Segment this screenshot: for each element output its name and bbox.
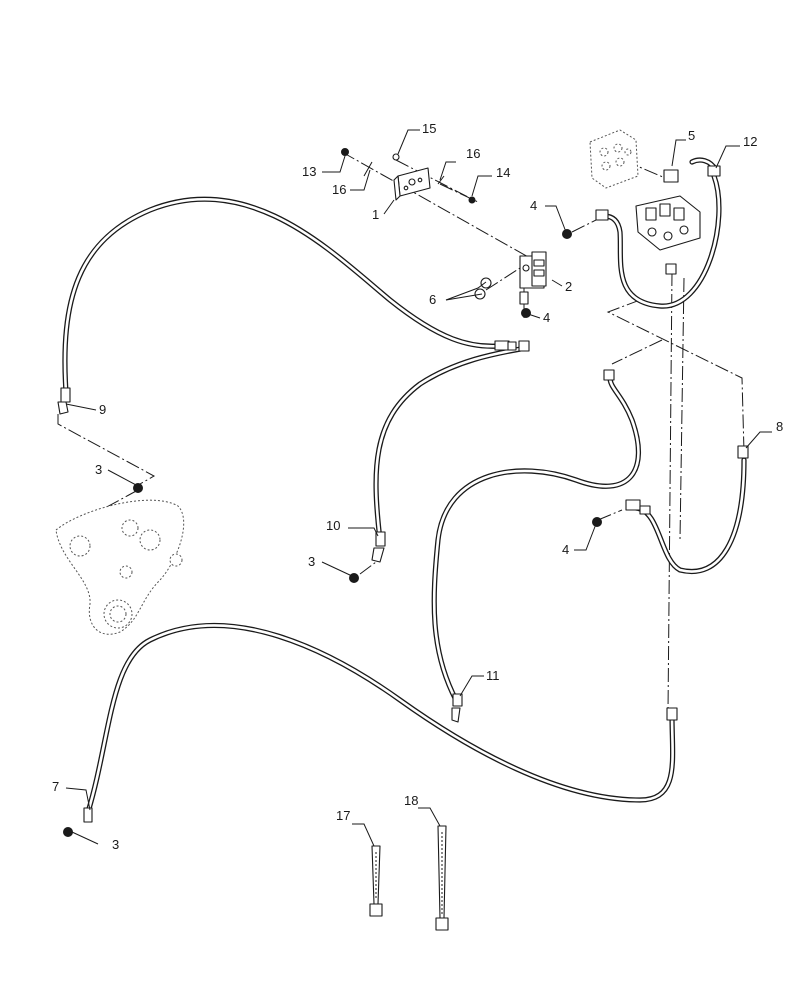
cable-tie-18: [435, 825, 449, 931]
callout-7: 7: [52, 779, 59, 794]
hose-fitting-icon: [737, 445, 749, 459]
hose-fitting-icon: [494, 340, 510, 351]
callout-1: 1: [372, 207, 379, 222]
hose-10: [373, 345, 529, 543]
callout-10: 10: [326, 518, 340, 533]
control-valve-ghost: [589, 129, 639, 189]
hose-12: [601, 173, 722, 309]
mounting-plate-ghost: [55, 499, 185, 635]
callout-12: 12: [743, 134, 757, 149]
callout-3: 3: [112, 837, 119, 852]
callout-18: 18: [404, 793, 418, 808]
callout-8: 8: [776, 419, 783, 434]
small-fittings: [63, 148, 677, 837]
hose-fitting-icon: [60, 387, 71, 403]
callout-17: 17: [336, 808, 350, 823]
phantom-lines: [57, 151, 745, 713]
mounting-bracket: [393, 167, 431, 201]
hose-fitting-icon: [666, 707, 678, 721]
hose-fitting-icon: [518, 340, 530, 352]
callout-labels: 1 2 3 3 3 4 4 4 5 6 7 8 9 10 11 12 13 14…: [52, 121, 783, 852]
callout-6: 6: [429, 292, 436, 307]
callout-4: 4: [562, 542, 569, 557]
hose-7: [85, 622, 676, 815]
callout-5: 5: [688, 128, 695, 143]
callout-2: 2: [565, 279, 572, 294]
cable-tie-17: [369, 845, 383, 917]
hose-fitting-icon: [603, 369, 615, 381]
callout-9: 9: [99, 402, 106, 417]
callout-11: 11: [486, 668, 500, 683]
callout-4: 4: [543, 310, 550, 325]
solenoid-valve: [519, 251, 547, 289]
leader-lines: [65, 129, 772, 847]
control-valve-icon: [635, 169, 701, 251]
callout-4: 4: [530, 198, 537, 213]
callout-16: 16: [332, 182, 346, 197]
callout-15: 15: [422, 121, 436, 136]
callout-14: 14: [496, 165, 510, 180]
callout-3: 3: [308, 554, 315, 569]
hose-fittings: [57, 165, 749, 823]
callout-16: 16: [466, 146, 480, 161]
hose-8: [633, 457, 747, 575]
callout-13: 13: [302, 164, 316, 179]
hose-9: [62, 196, 503, 395]
callout-3: 3: [95, 462, 102, 477]
hose-11: [431, 375, 642, 703]
